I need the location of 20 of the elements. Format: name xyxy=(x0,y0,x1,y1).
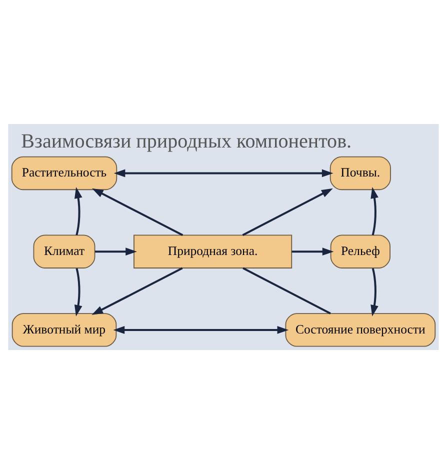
node-box: Почвы. xyxy=(330,156,391,190)
arrow xyxy=(92,188,184,236)
arrow xyxy=(114,169,334,178)
arrow xyxy=(74,187,82,236)
node-box: Животный мир xyxy=(12,313,117,347)
arrow xyxy=(242,188,333,236)
arrow xyxy=(92,267,183,315)
node-box: Природная зона. xyxy=(134,234,292,268)
node-box: Климат xyxy=(33,234,96,268)
node-box: Рельеф xyxy=(330,234,390,268)
arrow xyxy=(95,248,137,256)
node-box: Состояние поверхности xyxy=(285,313,436,347)
arrow xyxy=(292,248,334,256)
arrow xyxy=(113,326,289,334)
node-box: Растительность xyxy=(11,156,118,190)
arrow xyxy=(74,268,82,316)
diagram-title: Взаимосвязи природных компонентов. xyxy=(21,130,352,152)
arrow xyxy=(370,187,378,236)
arrow xyxy=(370,268,378,316)
connector xyxy=(242,267,331,314)
